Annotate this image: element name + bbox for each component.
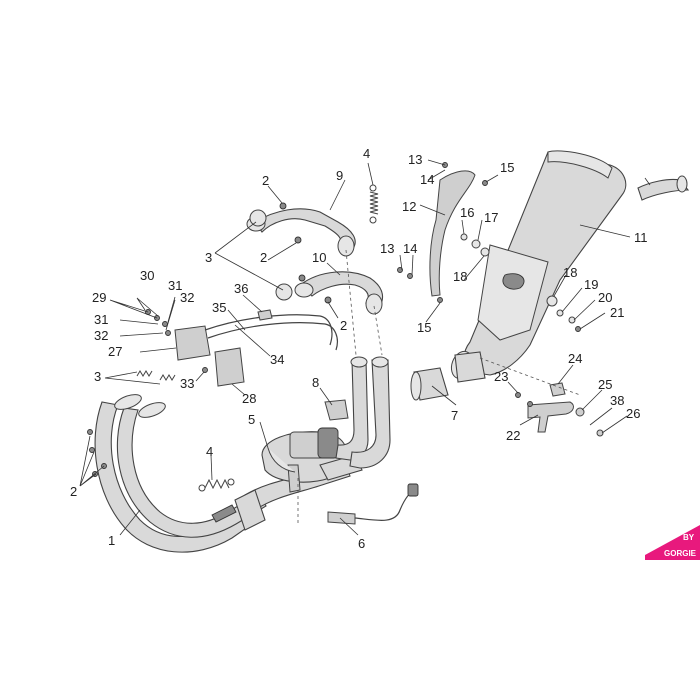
watermark-logo: BY GORGIE bbox=[645, 525, 700, 560]
rear-bracket bbox=[527, 382, 604, 437]
watermark-bottom: GORGIE bbox=[664, 549, 697, 558]
callout-12: 12 bbox=[402, 199, 416, 214]
callout-8: 8 bbox=[312, 375, 319, 390]
callout-21: 21 bbox=[610, 305, 624, 320]
callout-33: 33 bbox=[180, 376, 194, 391]
callout-18: 18 bbox=[453, 269, 467, 284]
callout-15: 15 bbox=[500, 160, 514, 175]
callout-2: 2 bbox=[260, 250, 267, 265]
watermark-top: BY bbox=[683, 533, 695, 542]
sleeve bbox=[410, 367, 449, 401]
callout-27: 27 bbox=[108, 344, 122, 359]
muffler bbox=[450, 150, 627, 383]
callout-17: 17 bbox=[484, 210, 498, 225]
callout-22: 22 bbox=[506, 428, 520, 443]
callout-3: 3 bbox=[94, 369, 101, 384]
callout-13: 13 bbox=[380, 241, 394, 256]
muffler-bracket bbox=[429, 170, 476, 297]
callout-34: 34 bbox=[270, 352, 284, 367]
callout-20: 20 bbox=[598, 290, 612, 305]
callout-9: 9 bbox=[336, 168, 343, 183]
callout-11: 11 bbox=[634, 230, 648, 245]
leader-lines bbox=[79, 159, 651, 536]
callout-4: 4 bbox=[206, 444, 213, 459]
callout-29: 29 bbox=[92, 290, 106, 305]
valve-actuator-brackets bbox=[174, 309, 338, 387]
callout-35: 35 bbox=[212, 300, 226, 315]
callout-18: 18 bbox=[563, 265, 577, 280]
lambda-sensor bbox=[327, 483, 419, 525]
callout-14: 14 bbox=[403, 241, 417, 256]
callout-30: 30 bbox=[140, 268, 154, 283]
callout-32: 32 bbox=[94, 328, 108, 343]
callout-31: 31 bbox=[168, 278, 182, 293]
down-pipes bbox=[335, 356, 391, 469]
callout-13: 13 bbox=[408, 152, 422, 167]
callout-31: 31 bbox=[94, 312, 108, 327]
callout-5: 5 bbox=[248, 412, 255, 427]
callout-2: 2 bbox=[70, 484, 77, 499]
callout-23: 23 bbox=[494, 369, 508, 384]
callout-25: 25 bbox=[598, 377, 612, 392]
callout-28: 28 bbox=[242, 391, 256, 406]
callout-14: 14 bbox=[420, 172, 434, 187]
callout-16: 16 bbox=[460, 205, 474, 220]
callout-2: 2 bbox=[262, 173, 269, 188]
callout-15: 15 bbox=[417, 320, 431, 335]
callout-10: 10 bbox=[312, 250, 326, 265]
callout-24: 24 bbox=[568, 351, 582, 366]
callout-7: 7 bbox=[451, 408, 458, 423]
callout-26: 26 bbox=[626, 406, 640, 421]
assembly-guides bbox=[297, 249, 581, 525]
callout-3: 3 bbox=[205, 250, 212, 265]
callout-1: 1 bbox=[108, 533, 115, 548]
rear-header-tubes bbox=[246, 208, 384, 315]
callout-19: 19 bbox=[584, 277, 598, 292]
callout-36: 36 bbox=[234, 281, 248, 296]
callout-37: 38 bbox=[610, 393, 624, 408]
springs bbox=[136, 184, 379, 492]
tail-pipe bbox=[637, 175, 690, 201]
callout-labels: 1 2 2 2 2 3 3 4 4 5 6 7 8 9 10 11 12 13 … bbox=[70, 146, 648, 551]
callout-32: 32 bbox=[180, 290, 194, 305]
callout-2: 2 bbox=[340, 318, 347, 333]
callout-6: 6 bbox=[358, 536, 365, 551]
watermark-triangle bbox=[645, 525, 700, 560]
callout-4: 4 bbox=[363, 146, 370, 161]
